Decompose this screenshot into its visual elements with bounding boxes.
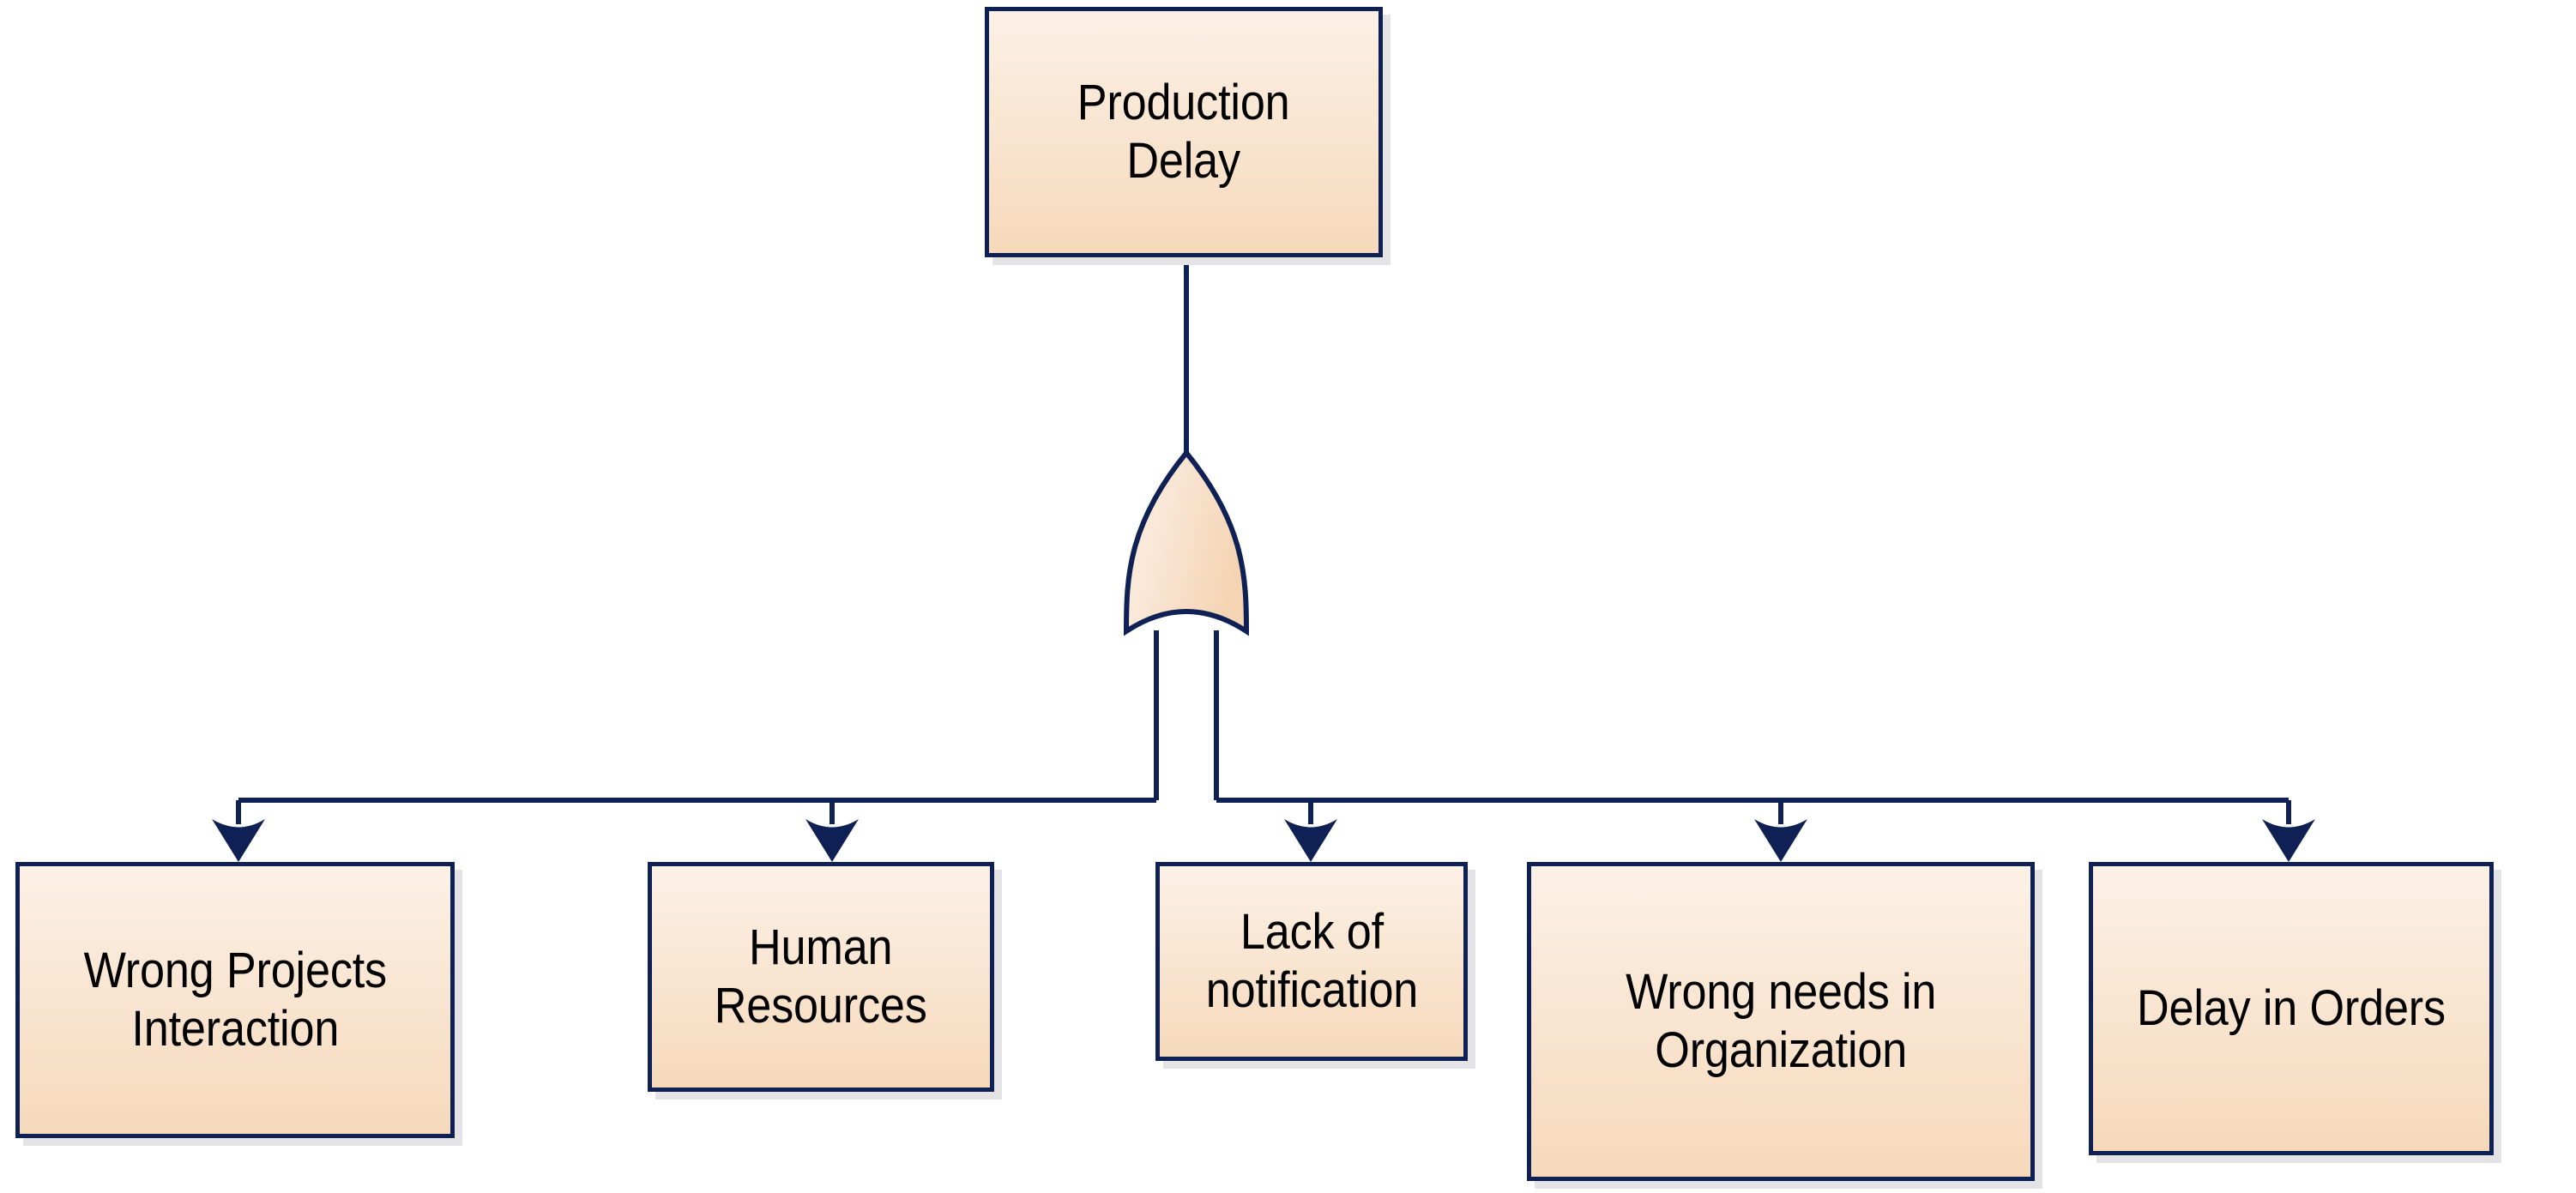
event-box-wrong-needs-in-organization[interactable]: Wrong needs in Organization bbox=[1527, 862, 2035, 1181]
arrowhead-wrong-projects-interaction bbox=[212, 819, 265, 862]
event-box-label: Wrong needs in Organization bbox=[1625, 963, 1937, 1078]
arrowhead-lack-of-notification bbox=[1284, 819, 1337, 862]
event-box-label: Production Delay bbox=[1077, 74, 1290, 189]
event-box-wrong-projects-interaction[interactable]: Wrong Projects Interaction bbox=[15, 862, 455, 1138]
event-box-label: Delay in Orders bbox=[2137, 979, 2446, 1036]
event-box-label: Human Resources bbox=[715, 919, 927, 1033]
arrowhead-delay-in-orders bbox=[2262, 819, 2315, 862]
event-box-label: Lack of notification bbox=[1205, 903, 1418, 1018]
arrowhead-wrong-needs-in-organization bbox=[1754, 819, 1807, 862]
arrowhead-human-resources bbox=[805, 819, 859, 862]
event-box-lack-of-notification[interactable]: Lack of notification bbox=[1155, 862, 1468, 1061]
event-box-production-delay[interactable]: Production Delay bbox=[985, 7, 1383, 257]
event-box-delay-in-orders[interactable]: Delay in Orders bbox=[2089, 862, 2494, 1155]
or-gate-symbol[interactable] bbox=[1123, 449, 1250, 636]
event-box-human-resources[interactable]: Human Resources bbox=[648, 862, 994, 1092]
event-box-label: Wrong Projects Interaction bbox=[83, 942, 387, 1057]
